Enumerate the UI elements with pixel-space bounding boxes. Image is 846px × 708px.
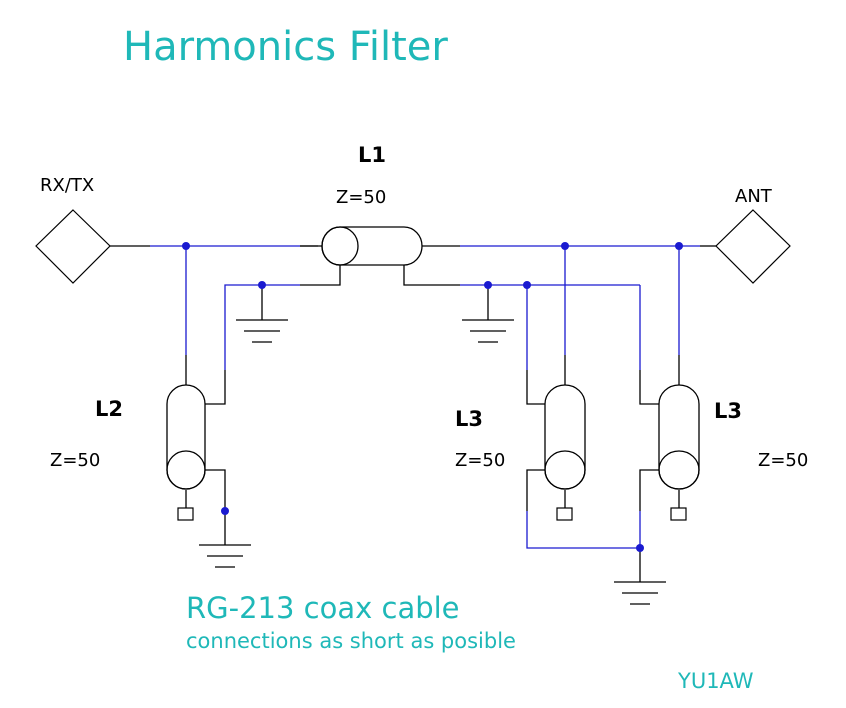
author-signature: YU1AW <box>677 669 754 693</box>
input-port-label: RX/TX <box>40 175 94 196</box>
coax-l3-right-symbol <box>658 384 700 490</box>
input-port-symbol <box>35 209 111 284</box>
output-port-symbol <box>715 209 791 284</box>
l1-impedance-label: Z=50 <box>336 187 386 208</box>
l2-impedance-label: Z=50 <box>50 450 100 471</box>
cable-note: RG-213 coax cable <box>186 591 460 625</box>
connection-advice-note: connections as short as posible <box>186 629 516 653</box>
black-wires <box>110 245 716 582</box>
l3-right-ref-label: L3 <box>714 399 742 423</box>
diagram-title: Harmonics Filter <box>123 24 448 70</box>
ground-symbols <box>199 319 666 605</box>
coax-l1-symbol <box>300 226 423 266</box>
ground-symbol-l1-left <box>236 319 288 343</box>
blue-wires <box>150 245 700 549</box>
junction-dots <box>182 242 683 552</box>
terminal-squares <box>177 507 687 521</box>
ground-symbol-l1-right <box>462 319 514 343</box>
ground-symbol-l2 <box>199 544 251 568</box>
coax-l3-left-symbol <box>544 384 586 490</box>
output-port-label: ANT <box>735 186 773 207</box>
l2-ref-label: L2 <box>95 397 123 421</box>
l1-ref-label: L1 <box>358 143 386 167</box>
l3-left-impedance-label: Z=50 <box>455 450 505 471</box>
l3-right-impedance-label: Z=50 <box>758 450 808 471</box>
ground-symbol-l3 <box>614 581 666 605</box>
coax-l2-symbol <box>166 384 206 490</box>
l3-left-ref-label: L3 <box>455 407 483 431</box>
